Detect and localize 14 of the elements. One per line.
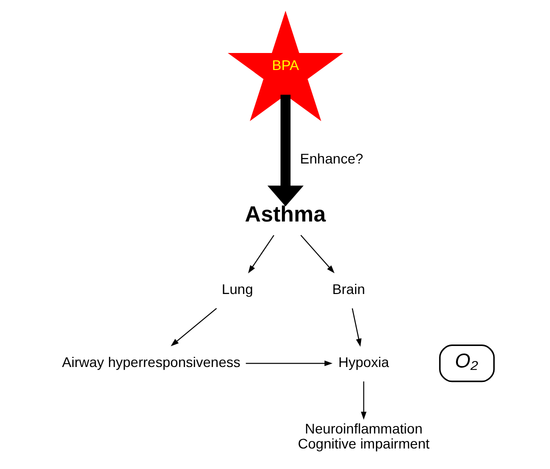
node-text: Neuroinflammation Cognitive impairment bbox=[297, 420, 430, 452]
node-text: Hypoxia bbox=[338, 354, 389, 370]
arrow bbox=[244, 360, 332, 366]
arrow bbox=[300, 234, 334, 274]
node-box: O₂ bbox=[438, 344, 494, 382]
node-text: Lung bbox=[221, 280, 253, 297]
arrow bbox=[170, 308, 217, 346]
arrow bbox=[360, 380, 366, 420]
arrow bbox=[248, 234, 274, 274]
arrow bbox=[351, 308, 361, 347]
node-text: Asthma bbox=[244, 202, 326, 227]
edge-label: Enhance? bbox=[300, 150, 363, 167]
node-text: Airway hyperresponsiveness bbox=[62, 354, 240, 370]
node-text: Brain bbox=[332, 280, 365, 297]
